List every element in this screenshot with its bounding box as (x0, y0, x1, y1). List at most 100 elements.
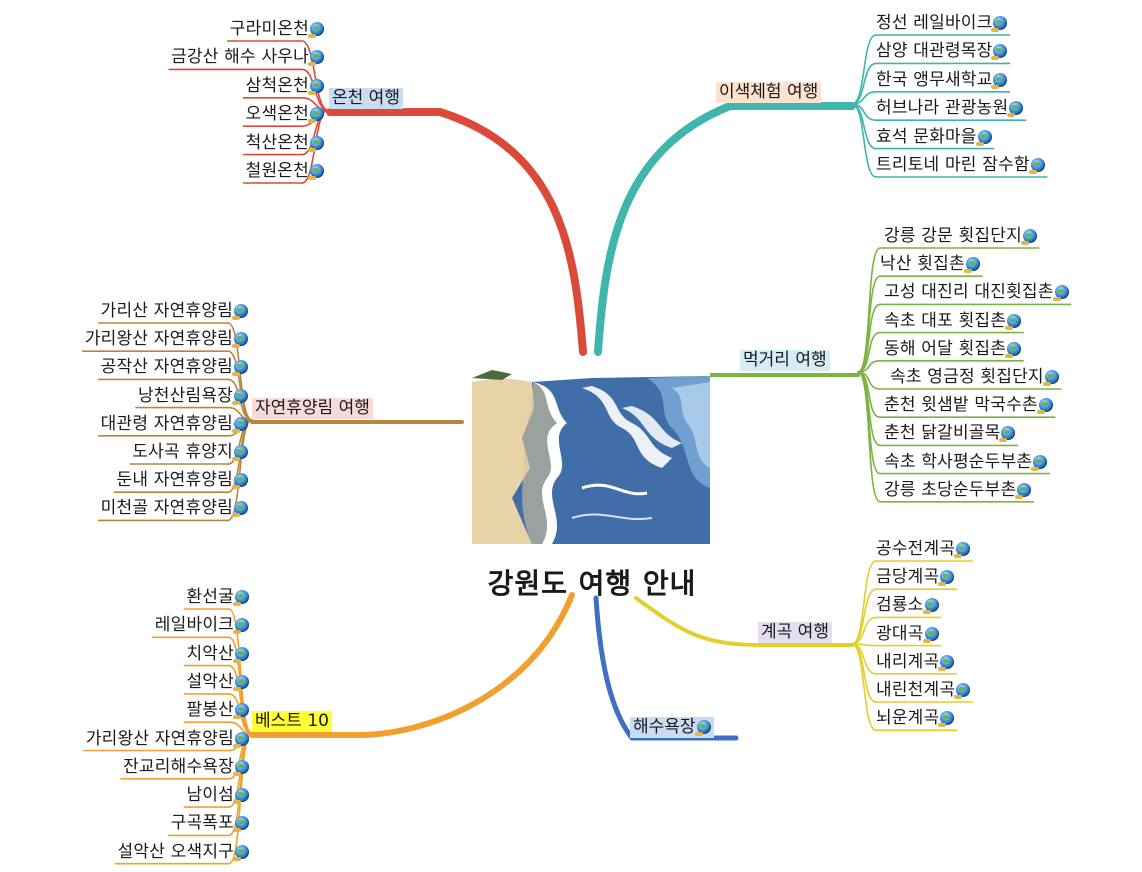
globe-link-icon[interactable] (232, 501, 248, 518)
leaf-topic[interactable]: 금당계곡 (876, 567, 955, 587)
globe-link-icon[interactable] (232, 473, 248, 490)
globe-link-icon[interactable] (922, 626, 939, 643)
globe-link-icon[interactable] (308, 78, 324, 95)
leaf-topic[interactable]: 뇌운계곡 (876, 708, 955, 728)
branch-spa-travel[interactable]: 온천 여행 (329, 88, 403, 109)
branch-forest-travel[interactable]: 자연휴양림 여행 (252, 398, 373, 419)
leaf-topic[interactable]: 설악산 오색지구 (118, 842, 249, 862)
leaf-topic[interactable]: 대관령 자연휴양림 (101, 414, 248, 434)
globe-link-icon[interactable] (1036, 398, 1053, 415)
leaf-topic[interactable]: 레일바이크 (155, 615, 249, 635)
leaf-topic[interactable]: 검룡소 (876, 595, 939, 615)
globe-link-icon[interactable] (954, 542, 971, 558)
leaf-topic[interactable]: 한국 앵무새학교 (876, 70, 1008, 90)
leaf-topic[interactable]: 미천골 자연휴양림 (101, 498, 248, 518)
leaf-topic[interactable]: 공작산 자연휴양림 (101, 357, 248, 377)
globe-link-icon[interactable] (233, 590, 249, 606)
globe-link-icon[interactable] (308, 164, 324, 180)
leaf-topic[interactable]: 잔교리해수욕장 (123, 757, 249, 777)
leaf-topic[interactable]: 속초 대포 횟집촌 (884, 311, 1022, 331)
leaf-topic[interactable]: 설악산 (186, 672, 249, 692)
globe-link-icon[interactable] (991, 44, 1008, 61)
leaf-topic[interactable]: 환선굴 (186, 587, 249, 607)
globe-link-icon[interactable] (233, 816, 249, 833)
globe-link-icon[interactable] (308, 50, 324, 67)
branch-food-travel[interactable]: 먹거리 여행 (740, 350, 830, 371)
leaf-topic[interactable]: 삼양 대관령목장 (876, 41, 1008, 61)
leaf-topic[interactable]: 척산온천 (246, 133, 324, 153)
globe-link-icon[interactable] (233, 844, 249, 861)
globe-link-icon[interactable] (233, 646, 249, 663)
globe-link-icon[interactable] (922, 598, 939, 615)
branch-beach[interactable]: 해수욕장 (630, 717, 714, 738)
globe-link-icon[interactable] (999, 426, 1016, 443)
branch-valley-travel[interactable]: 계곡 여행 (758, 622, 832, 643)
globe-link-icon[interactable] (233, 759, 249, 776)
leaf-topic[interactable]: 낭천산림욕장 (138, 386, 248, 406)
leaf-topic[interactable]: 속초 학사평순두부촌 (884, 452, 1048, 472)
branch-best-10[interactable]: 베스트 10 (252, 711, 332, 732)
leaf-topic[interactable]: 팔봉산 (186, 700, 249, 720)
leaf-topic[interactable]: 금강산 해수 사우나 (171, 47, 324, 67)
globe-link-icon[interactable] (938, 570, 955, 587)
leaf-topic[interactable]: 구곡폭포 (171, 813, 249, 833)
globe-link-icon[interactable] (1020, 229, 1037, 245)
globe-link-icon[interactable] (233, 703, 249, 720)
leaf-topic[interactable]: 내린천계곡 (876, 680, 971, 700)
leaf-topic[interactable]: 가리산 자연휴양림 (101, 301, 248, 321)
leaf-topic[interactable]: 치악산 (186, 644, 249, 664)
globe-link-icon[interactable] (232, 332, 248, 349)
leaf-topic[interactable]: 남이섬 (186, 785, 249, 805)
globe-link-icon[interactable] (233, 618, 249, 635)
leaf-topic[interactable]: 고성 대진리 대진횟집촌 (884, 282, 1069, 302)
globe-link-icon[interactable] (308, 22, 324, 38)
leaf-topic[interactable]: 오색온천 (246, 104, 324, 124)
leaf-topic[interactable]: 트리토네 마린 잠수함 (876, 155, 1045, 175)
leaf-topic[interactable]: 춘천 닭갈비골목 (884, 423, 1016, 443)
leaf-topic[interactable]: 춘천 윗샘밭 막국수촌 (884, 395, 1053, 415)
leaf-topic[interactable]: 가리왕산 자연휴양림 (86, 729, 249, 749)
globe-link-icon[interactable] (1015, 482, 1032, 499)
branch-experience-travel[interactable]: 이색체험 여행 (716, 82, 822, 103)
leaf-topic[interactable]: 허브나라 관광농원 (876, 98, 1024, 118)
globe-link-icon[interactable] (1007, 101, 1024, 118)
globe-link-icon[interactable] (1052, 285, 1069, 302)
globe-link-icon[interactable] (991, 16, 1008, 32)
leaf-topic[interactable]: 강릉 강문 횟집단지 (884, 226, 1037, 246)
leaf-topic[interactable]: 둔내 자연휴양림 (117, 470, 248, 490)
leaf-topic[interactable]: 철원온천 (246, 161, 324, 181)
globe-link-icon[interactable] (1028, 158, 1045, 174)
globe-link-icon[interactable] (233, 788, 249, 805)
globe-link-icon[interactable] (232, 304, 248, 320)
globe-link-icon[interactable] (233, 731, 249, 748)
leaf-topic[interactable]: 동해 어달 횟집촌 (884, 339, 1022, 359)
globe-link-icon[interactable] (963, 257, 980, 274)
leaf-topic[interactable]: 강릉 초당순두부촌 (884, 480, 1032, 500)
globe-link-icon[interactable] (938, 711, 955, 728)
leaf-topic[interactable]: 낙산 횟집촌 (880, 254, 980, 274)
globe-link-icon[interactable] (232, 388, 248, 405)
globe-link-icon[interactable] (1005, 313, 1022, 330)
globe-link-icon[interactable] (232, 360, 248, 377)
globe-link-icon[interactable] (308, 107, 324, 124)
globe-link-icon[interactable] (232, 445, 248, 461)
globe-link-icon[interactable] (1042, 370, 1059, 386)
leaf-topic[interactable]: 효석 문화마을 (876, 127, 992, 147)
leaf-topic[interactable]: 내리계곡 (876, 652, 955, 672)
globe-link-icon[interactable] (991, 72, 1008, 89)
leaf-topic[interactable]: 정선 레일바이크 (876, 13, 1008, 33)
globe-link-icon[interactable] (233, 674, 249, 691)
leaf-topic[interactable]: 구라미온천 (230, 19, 324, 39)
globe-link-icon[interactable] (1031, 454, 1048, 471)
globe-link-icon[interactable] (938, 654, 955, 671)
globe-link-icon[interactable] (954, 683, 971, 699)
leaf-topic[interactable]: 속초 영금정 횟집단지 (890, 367, 1059, 387)
globe-link-icon[interactable] (308, 135, 324, 152)
globe-link-icon[interactable] (694, 720, 711, 736)
leaf-topic[interactable]: 광대곡 (876, 624, 939, 644)
leaf-topic[interactable]: 가리왕산 자연휴양림 (85, 329, 248, 349)
central-topic-title[interactable]: 강원도 여행 안내 (487, 567, 697, 600)
leaf-topic[interactable]: 공수전계곡 (876, 539, 971, 559)
globe-link-icon[interactable] (1005, 341, 1022, 358)
globe-link-icon[interactable] (232, 416, 248, 433)
